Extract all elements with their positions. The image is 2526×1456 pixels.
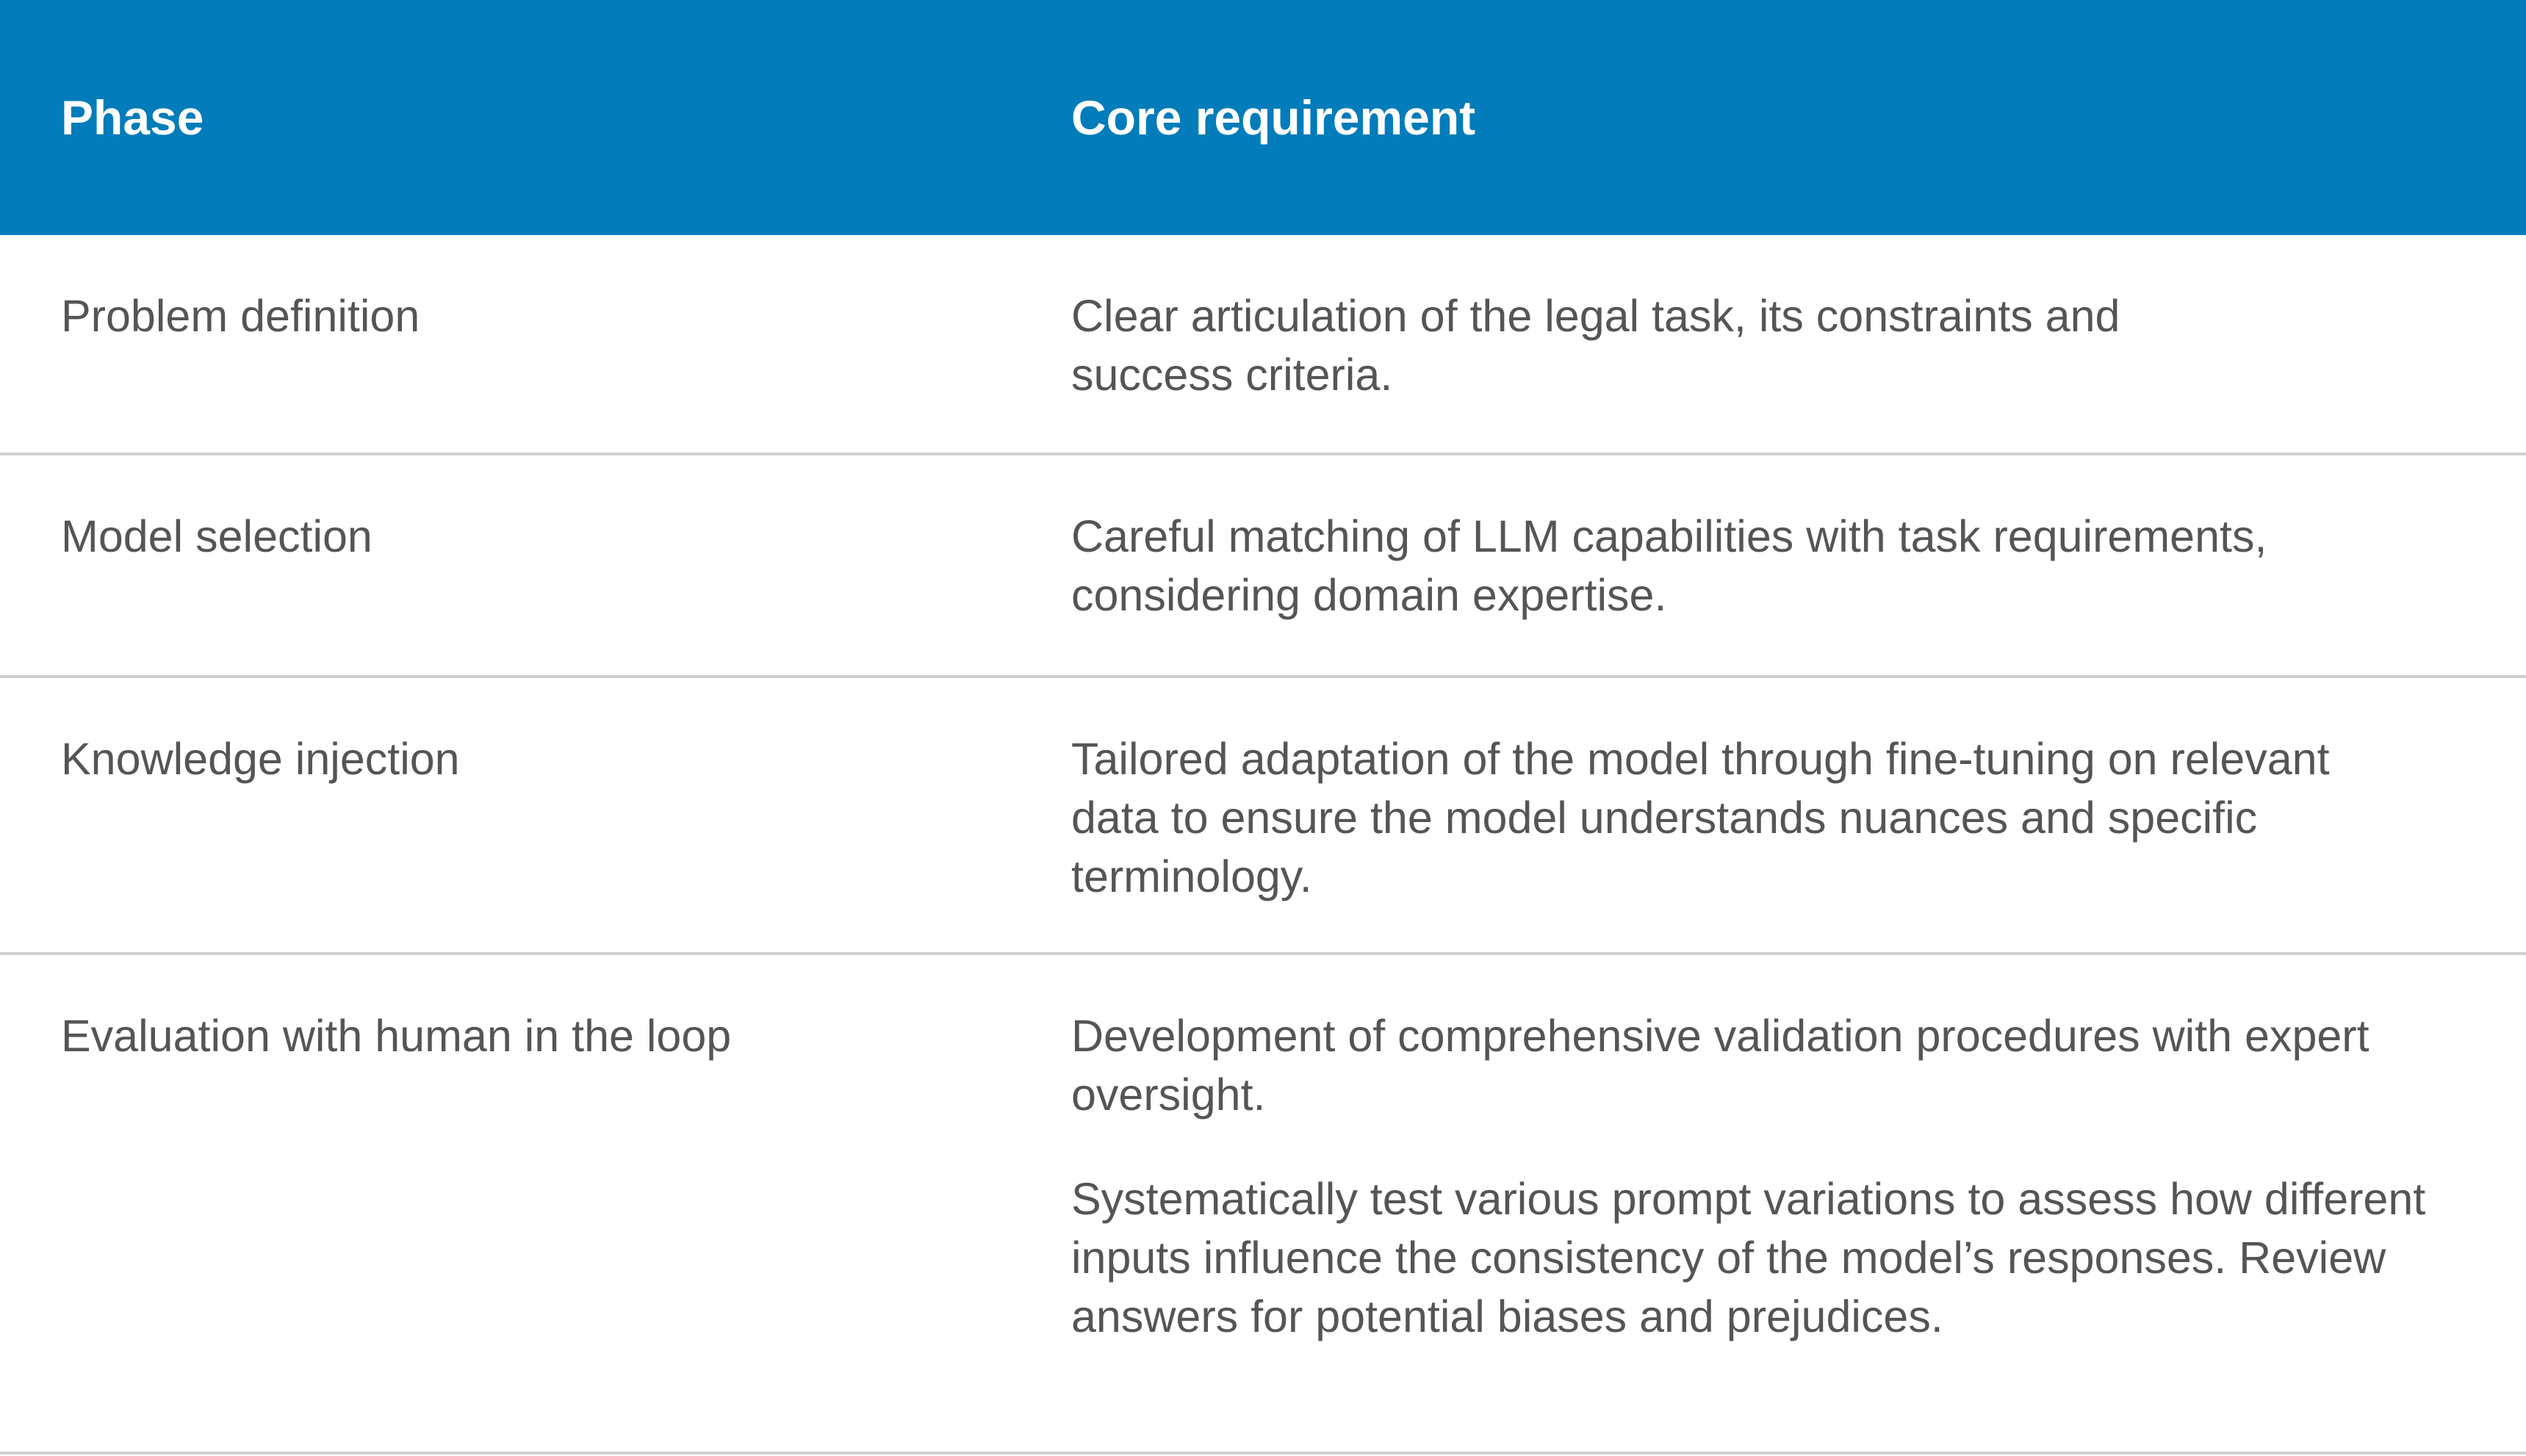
phase-cell: Model selection <box>61 511 373 561</box>
requirement-cell: Tailored adaptation of the model through… <box>1071 729 2467 906</box>
phase-cell: Problem definition <box>61 291 420 341</box>
requirement-cell: Clear articulation of the legal task, it… <box>1071 286 2467 404</box>
requirement-text: Careful matching of LLM capabilities wit… <box>1071 511 2267 620</box>
column-header-phase: Phase <box>61 90 204 145</box>
table-row: Problem definition Clear articulation of… <box>0 235 2526 455</box>
requirement-text: Development of comprehensive validation … <box>1071 1011 2370 1120</box>
table-row: Model selection Careful matching of LLM … <box>0 455 2526 678</box>
requirement-text: Systematically test various prompt varia… <box>1071 1174 2426 1341</box>
table-header: Phase Core requirement <box>0 0 2526 235</box>
phase-cell: Knowledge injection <box>61 734 460 784</box>
requirement-cell: Careful matching of LLM capabilities wit… <box>1071 507 2467 624</box>
table-row: Evaluation with human in the loop Develo… <box>0 955 2526 1455</box>
requirement-text: Tailored adaptation of the model through… <box>1071 734 2330 901</box>
column-header-requirement: Core requirement <box>1071 90 1476 145</box>
requirement-cell: Development of comprehensive validation … <box>1071 1006 2467 1346</box>
table-row: Knowledge injection Tailored adaptation … <box>0 678 2526 955</box>
requirement-text: Clear articulation of the legal task, it… <box>1071 291 2120 400</box>
phase-cell: Evaluation with human in the loop <box>61 1011 732 1061</box>
